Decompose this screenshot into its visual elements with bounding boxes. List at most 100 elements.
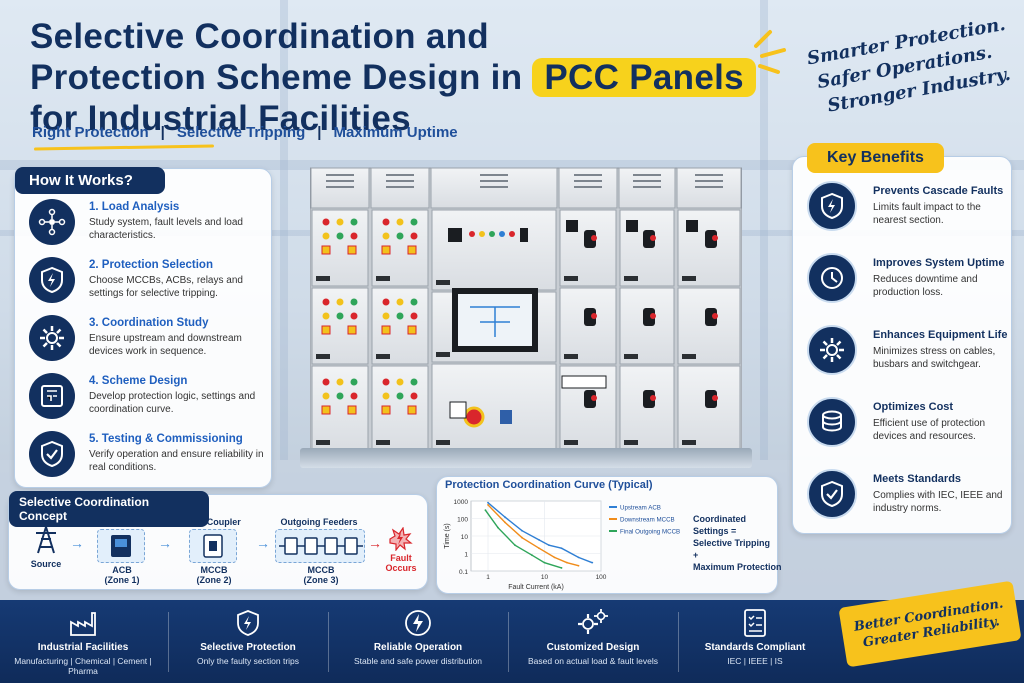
- breaker-knob: [591, 313, 597, 319]
- meter: [448, 228, 462, 242]
- coins-icon: [807, 397, 857, 447]
- breaker-knob: [591, 395, 597, 401]
- emergency-stop: [463, 406, 485, 428]
- breaker-handle: [705, 308, 717, 326]
- panel-label-plate: [376, 276, 390, 281]
- series-line-2: [484, 509, 562, 569]
- indicator-light: [509, 231, 515, 237]
- data-point: [577, 556, 580, 559]
- panel-vent: [480, 186, 508, 188]
- indicator-light: [350, 298, 358, 306]
- network-icon: [29, 199, 75, 245]
- data-point: [531, 554, 533, 557]
- panel-label-plate: [436, 280, 450, 285]
- data-point: [487, 503, 489, 506]
- data-point: [504, 521, 506, 524]
- checklist-icon: [744, 609, 766, 637]
- panel-label-plate: [624, 276, 638, 281]
- highlight-rays-icon: [754, 30, 786, 74]
- warning-label: [321, 405, 331, 415]
- y-tick-label: 1000: [454, 499, 469, 506]
- indicator-light: [382, 232, 390, 240]
- bottom-selective: Selective Protection Only the faulty sec…: [170, 600, 326, 683]
- breaker-knob: [650, 313, 656, 319]
- benefit-prevents-cascade: Prevents Cascade Faults Limits fault imp…: [807, 181, 1007, 241]
- data-point: [497, 526, 499, 529]
- indicator-light: [336, 312, 344, 320]
- mcb-row: [561, 375, 607, 389]
- uptime-icon: [807, 253, 857, 303]
- indicator-light: [499, 231, 505, 237]
- panel-vent: [574, 180, 602, 182]
- data-point: [548, 544, 550, 547]
- panel-door: [311, 365, 369, 451]
- indicator-light: [350, 232, 358, 240]
- panel-label-plate: [564, 354, 578, 359]
- indicator-light: [396, 298, 404, 306]
- breaker-knob: [650, 395, 656, 401]
- gear-icon: [29, 315, 75, 361]
- warning-label: [407, 405, 417, 415]
- page-title: Selective Coordination and Protection Sc…: [30, 16, 770, 139]
- breaker-handle: [643, 230, 655, 248]
- warning-label: [321, 245, 331, 255]
- indicator-light: [396, 378, 404, 386]
- breaker-handle: [643, 308, 655, 326]
- schematic-icon: [29, 373, 75, 419]
- panel-vent: [574, 186, 602, 188]
- step-coordination-study: 3. Coordination Study Ensure upstream an…: [29, 315, 269, 369]
- indicator-light: [410, 218, 418, 226]
- panel-vent: [574, 174, 602, 176]
- fault-icon: [389, 527, 413, 551]
- panel-vent: [695, 180, 723, 182]
- indicator-light: [382, 218, 390, 226]
- step-scheme-design: 4. Scheme Design Develop protection logi…: [29, 373, 269, 427]
- data-point: [553, 556, 556, 559]
- indicator-light: [322, 298, 330, 306]
- panel-label-plate: [316, 276, 330, 281]
- indicator-light: [410, 378, 418, 386]
- indicator-light: [322, 232, 330, 240]
- pcc-panel-illustration: [310, 167, 742, 453]
- panel-label-plate: [624, 354, 638, 359]
- shield-bolt-icon: [29, 257, 75, 303]
- warning-label: [407, 245, 417, 255]
- indicator-light: [469, 231, 475, 237]
- y-tick-label: 10: [461, 534, 469, 541]
- chart-title: Protection Coordination Curve (Typical): [445, 479, 653, 491]
- panel-vent: [633, 174, 661, 176]
- panel-vent: [633, 180, 661, 182]
- panel-label-plate: [564, 276, 578, 281]
- panel-vent: [326, 174, 354, 176]
- mccb-icon: [203, 534, 223, 558]
- indicator-light: [350, 218, 358, 226]
- indicator-light: [350, 392, 358, 400]
- data-point: [577, 564, 580, 567]
- x-axis-label: Fault Current (kA): [508, 584, 564, 591]
- coordination-note: Coordinated Settings = Selective Trippin…: [693, 514, 782, 572]
- breaker-knob: [712, 235, 718, 241]
- step-testing-commissioning: 5. Testing & Commissioning Verify operat…: [29, 431, 269, 485]
- indicator-light: [382, 298, 390, 306]
- indicator-light: [489, 231, 495, 237]
- title-highlight: PCC Panels: [532, 58, 756, 97]
- panel-vent: [480, 180, 508, 182]
- data-point: [566, 561, 568, 564]
- panel-door: [559, 287, 617, 365]
- key-benefits-heading: Key Benefits: [807, 143, 944, 173]
- panel-vent: [695, 174, 723, 176]
- hmi-diagram: [470, 306, 520, 337]
- indicator-light: [479, 231, 485, 237]
- indicator-light: [322, 218, 330, 226]
- breaker-knob: [650, 235, 656, 241]
- indicator-light: [336, 298, 344, 306]
- legend-label: Final Outgoing MCCB: [620, 529, 680, 536]
- warning-label: [381, 325, 391, 335]
- panel-label-plate: [624, 440, 638, 445]
- breaker-handle: [584, 390, 596, 408]
- legend-label: Downstream MCCB: [620, 517, 675, 524]
- breaker-handle: [643, 390, 655, 408]
- warning-label: [407, 325, 417, 335]
- data-point: [591, 561, 594, 564]
